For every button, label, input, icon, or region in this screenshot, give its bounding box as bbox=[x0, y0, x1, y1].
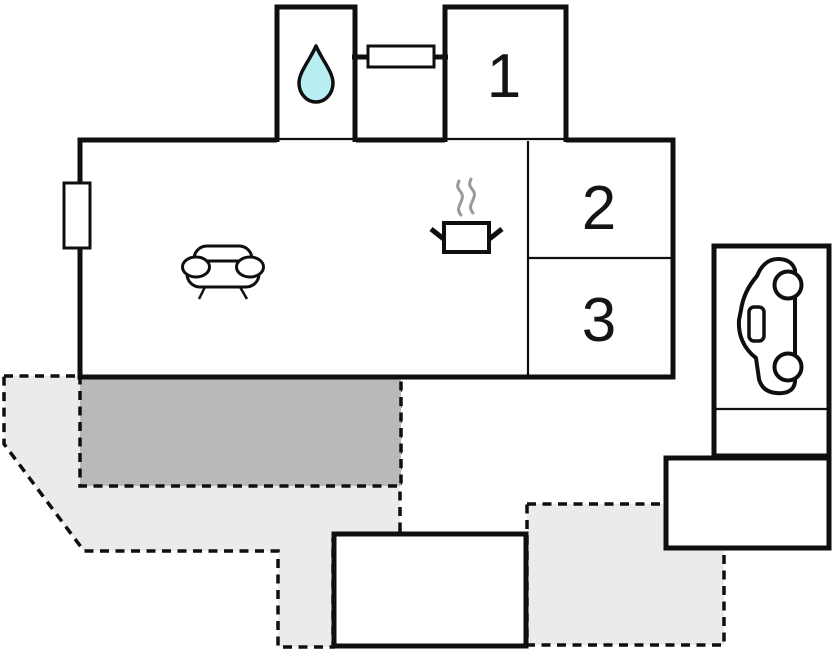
steam-line-2 bbox=[468, 177, 476, 215]
sofa-arm-right bbox=[235, 255, 265, 279]
car-window bbox=[747, 305, 766, 343]
car-icon bbox=[736, 257, 804, 396]
water-drop-icon bbox=[297, 44, 335, 104]
terrace-covered-area bbox=[78, 375, 403, 488]
sofa-icon bbox=[181, 244, 265, 300]
steam-icon bbox=[456, 177, 476, 217]
cooking-pot-icon bbox=[429, 177, 504, 254]
car-wheel-rear bbox=[772, 351, 804, 383]
bedroom-3-label: 3 bbox=[582, 286, 616, 355]
steam-line-1 bbox=[456, 179, 464, 217]
car-wheel-front bbox=[772, 269, 804, 301]
top-rooms: 1 bbox=[274, 4, 569, 142]
bedroom-2-label: 2 bbox=[582, 174, 616, 243]
bedroom-1-label: 1 bbox=[487, 42, 521, 111]
bedroom-1-walls bbox=[442, 4, 569, 142]
water-drop-shape bbox=[297, 44, 335, 104]
annex-walls bbox=[331, 531, 529, 649]
window-left bbox=[62, 181, 92, 250]
sofa-leg-left bbox=[197, 286, 207, 300]
annex-building bbox=[331, 531, 529, 649]
bathroom-walls bbox=[274, 4, 358, 142]
window-top bbox=[366, 44, 436, 69]
pot-body bbox=[442, 221, 491, 254]
sofa-leg-right bbox=[238, 286, 249, 300]
sofa-arm-left bbox=[181, 255, 211, 279]
carport-building bbox=[711, 243, 832, 459]
shed-building bbox=[663, 455, 832, 551]
main-building: 2 3 bbox=[62, 135, 676, 380]
shed-walls bbox=[663, 455, 832, 551]
